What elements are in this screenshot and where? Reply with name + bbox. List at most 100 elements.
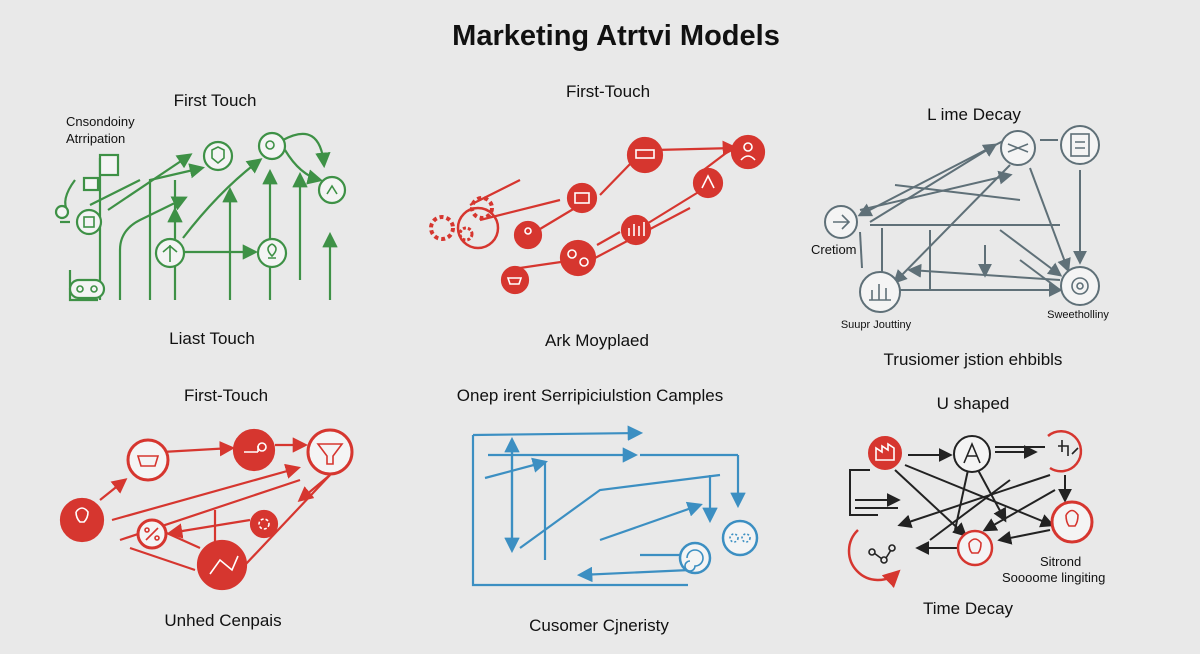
factory-icon: [875, 442, 895, 461]
panel-2-nodes: [429, 134, 766, 295]
meeting-icon: [1058, 440, 1079, 456]
node-small: [54, 204, 70, 220]
panel-1-icon-glyphs: [76, 140, 338, 293]
panel-6-title: U shaped: [936, 394, 1010, 413]
panel-2-icon-glyphs: [506, 142, 756, 285]
user-icon: [743, 142, 753, 152]
at-sign-icon: [1071, 277, 1089, 295]
panel-5-connectors: [471, 425, 746, 587]
node-cog-network: [559, 239, 597, 277]
panel-6-diagram: [847, 430, 1094, 588]
panel-4-diagram: [59, 428, 354, 591]
lightbulb-icon: [75, 507, 89, 523]
thumbs-icon: [326, 184, 338, 195]
tree-icon: [162, 244, 178, 262]
percent-icon: [145, 527, 159, 541]
panel-1-title: First Touch: [173, 91, 257, 110]
node-folder: [82, 176, 100, 192]
panel-5-icon-glyphs: [684, 533, 751, 572]
node-gear-ring: [456, 206, 500, 250]
panel-3-label-bottom-left: Suupr Jouttiny: [840, 319, 912, 331]
node-gears: [721, 519, 759, 557]
node-car: [626, 136, 664, 174]
node-person: [513, 220, 543, 250]
panel-2-diagram: [429, 134, 766, 295]
person-icon: [524, 227, 532, 235]
panel-3-connectors: [857, 139, 1087, 297]
grid-icon: [83, 216, 95, 228]
arc-network: [847, 529, 901, 588]
node-thumbs: [317, 175, 347, 205]
node-rocket: [692, 167, 724, 199]
panel-1-side-label-line2: Atrripation: [66, 131, 126, 146]
panel-3-label-left: Cretiom: [811, 242, 857, 257]
node-at-sign: [1060, 266, 1100, 306]
bar-chart-icon: [628, 222, 645, 236]
panel-4-nodes: [59, 428, 354, 591]
panel-6-nodes: [868, 435, 1094, 567]
panel-6-label-right-line1: Sitrond: [1040, 554, 1082, 569]
node-lightbulb: [59, 497, 105, 543]
node-dashboard: [859, 271, 901, 313]
car-icon: [635, 149, 655, 159]
panel-2-title: First-Touch: [565, 82, 651, 101]
node-chart: [566, 182, 598, 214]
node-puzzle: [257, 131, 287, 161]
link-icon: [76, 285, 84, 293]
panel-6-label-right-line2: Soooome lingiting: [1002, 570, 1106, 585]
node-cart: [500, 265, 530, 295]
clipboard-icon: [1070, 133, 1090, 157]
node-lightbulb-right: [1050, 500, 1094, 544]
panel-3-title: L ime Decay: [927, 105, 1021, 124]
network-icon: [868, 548, 876, 556]
panel-6-connectors: [849, 445, 1072, 555]
node-funnel: [306, 428, 354, 476]
arrow-right-icon: [833, 214, 851, 230]
node-network: [196, 539, 248, 591]
node-phone: [68, 278, 106, 300]
panel-5-diagram: [471, 425, 759, 587]
gear-icon: [258, 518, 270, 530]
node-lightbulb: [256, 237, 288, 269]
chart-icon: [574, 192, 590, 204]
panel-3-nodes: [824, 125, 1100, 313]
letter-a-icon: [963, 441, 981, 464]
cart-icon: [506, 277, 523, 285]
node-shield: [202, 140, 234, 172]
panel-4-caption: Unhed Cenpais: [164, 611, 282, 630]
panel-3-caption: Trusiomer jstion ehbibls: [883, 350, 1063, 369]
panel-1-caption: Liast Touch: [169, 329, 255, 348]
shield-icon: [211, 146, 225, 165]
panel-1-side-label-line1: Cnsondoiny: [66, 114, 135, 129]
gear-small-icon: [470, 196, 494, 220]
dashboard-icon: [869, 284, 891, 301]
panel-3-icon-glyphs: [833, 133, 1090, 301]
node-factory: [868, 436, 902, 470]
node-lightbulb-center: [956, 529, 994, 567]
panel-2-caption: Ark Moyplaed: [545, 331, 649, 350]
panel-1-diagram: [54, 131, 347, 302]
cog-network-icon: [567, 249, 577, 259]
arc-meeting: [1047, 430, 1083, 473]
node-grid: [75, 208, 103, 236]
panel-3-label-bottom-right: Sweetholliny: [1047, 309, 1109, 321]
panel-4-title: First-Touch: [183, 386, 269, 405]
node-user: [730, 134, 766, 170]
panel-4-icon-glyphs: [75, 442, 344, 575]
puzzle-icon: [265, 140, 275, 150]
gear-icon: [429, 215, 455, 241]
node-gear: [249, 509, 279, 539]
node-letter-a: [953, 435, 991, 473]
panel-5-nodes: [678, 519, 759, 575]
network-icon: [1007, 143, 1029, 153]
node-bar-chart: [620, 214, 652, 246]
lightbulb-icon-center: [968, 538, 982, 554]
panel-6-caption: Time Decay: [922, 599, 1014, 618]
lightbulb-icon: [267, 243, 277, 259]
panel-6-red-arcs: [847, 430, 1083, 588]
node-document: [98, 153, 120, 177]
panel-5-title: Onep irent Serripiciulstion Camples: [456, 386, 724, 405]
node-clipboard: [1060, 125, 1100, 165]
